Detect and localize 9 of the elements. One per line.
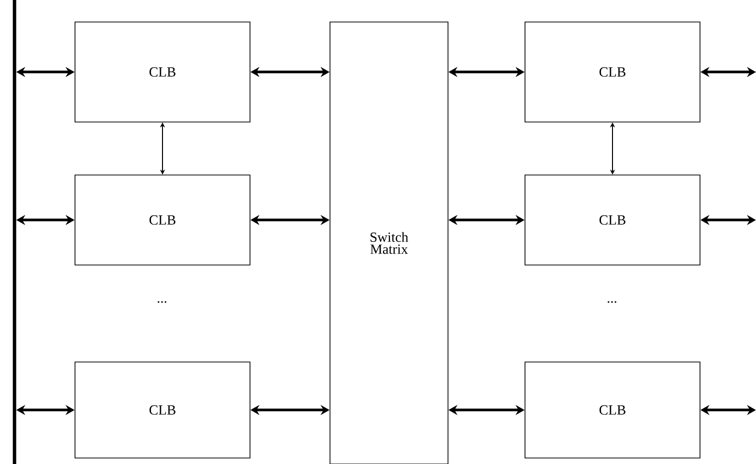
clb-box: CLB [524,362,700,458]
switch-matrix-box: Switch Matrix [330,22,448,464]
clb-box: CLB [524,174,700,266]
ellipsis: ... [608,301,616,303]
clb-box: CLB [524,22,700,122]
ellipsis: ... [158,301,166,303]
clb-box: CLB [74,22,250,122]
clb-box: CLB [74,174,250,266]
clb-box: CLB [74,362,250,458]
